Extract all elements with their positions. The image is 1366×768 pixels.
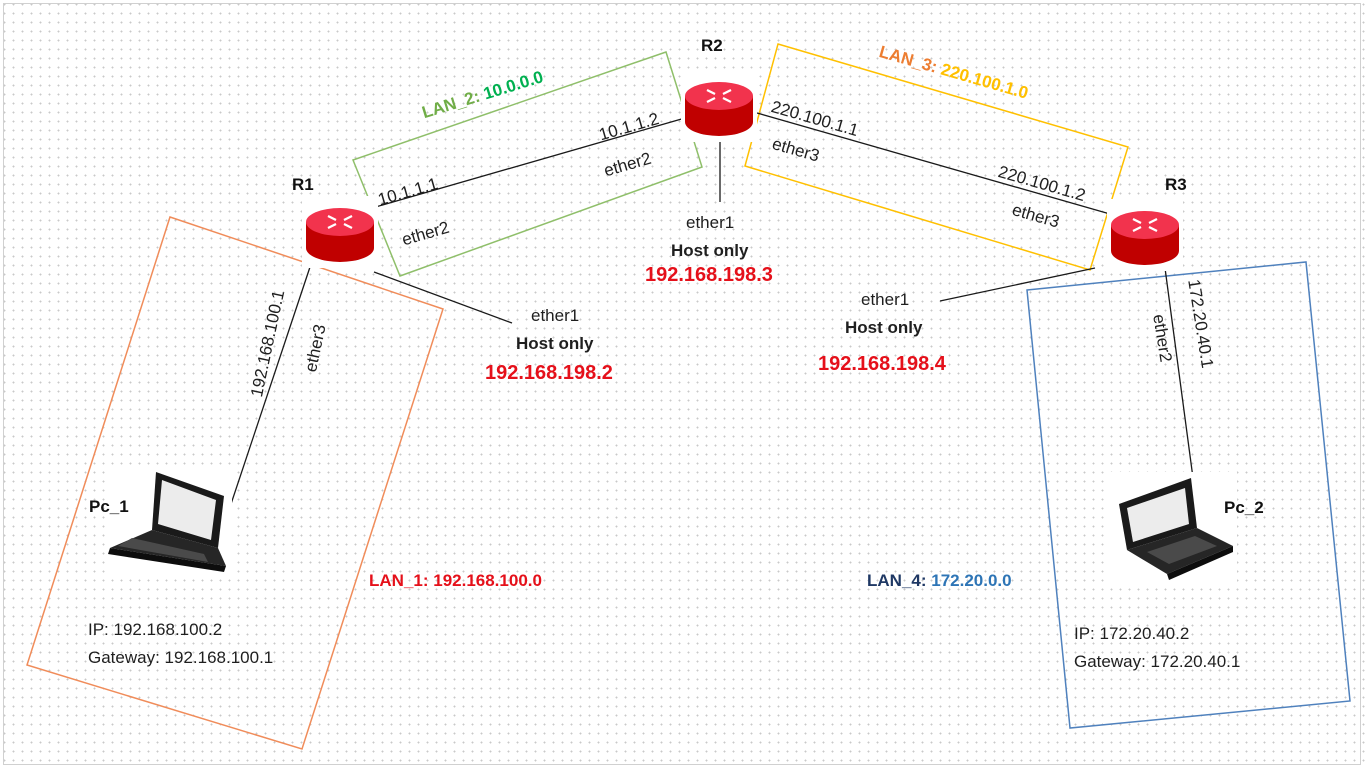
pc1-ip: IP: 192.168.100.2: [88, 620, 223, 639]
link-r1-r2: [371, 117, 686, 209]
pc2-ip: IP: 172.20.40.2: [1074, 624, 1190, 643]
lan4-label: LAN_4: 172.20.0.0: [867, 572, 1012, 589]
pc1-laptop[interactable]: [106, 466, 232, 578]
r2-host-only-label: Host only: [671, 241, 749, 260]
laptop-icon: [1119, 478, 1233, 580]
router-icon: [685, 82, 753, 136]
link-r1-host-only: [373, 271, 513, 324]
pc2-label: Pc_2: [1224, 498, 1264, 517]
r2-host-only-ip: 192.168.198.3: [645, 264, 773, 286]
r2-host-only-iface: ether1: [686, 213, 735, 232]
link-r2-r3: [756, 112, 1111, 215]
lan1-network: 192.168.100.0: [433, 571, 542, 590]
lan1-box: [26, 216, 444, 750]
r3-host-only-iface: ether1: [861, 290, 910, 309]
lan2-box: [352, 51, 703, 277]
pc2-gateway: Gateway: 172.20.40.1: [1074, 652, 1241, 671]
lan4-network: 172.20.0.0: [931, 571, 1012, 590]
r3-host-only-label: Host only: [845, 318, 923, 337]
link-r1-pc1: [224, 260, 313, 523]
r1-host-only-label: Host only: [516, 334, 594, 353]
r3-host-only-ip: 192.168.198.4: [818, 353, 946, 375]
pc1-label: Pc_1: [89, 497, 129, 516]
router-r2-label: R2: [701, 36, 723, 55]
lan1-label: LAN_1: 192.168.100.0: [369, 572, 542, 589]
lan1-prefix: LAN_1:: [369, 571, 434, 590]
canvas-frame: [3, 3, 1361, 765]
router-icon: [306, 208, 374, 262]
link-r3-host-only: [939, 267, 1096, 302]
pc1-gateway: Gateway: 192.168.100.1: [88, 648, 274, 667]
router-r3[interactable]: [1107, 199, 1183, 271]
router-r1[interactable]: [302, 196, 378, 268]
r1-host-only-iface: ether1: [531, 306, 580, 325]
router-r3-label: R3: [1165, 175, 1187, 194]
router-r2[interactable]: [681, 70, 757, 142]
pc2-laptop[interactable]: [1107, 472, 1237, 584]
lan4-box: [1026, 261, 1351, 729]
lan4-prefix: LAN_4:: [867, 571, 932, 590]
laptop-icon: [108, 472, 226, 572]
router-icon: [1111, 211, 1179, 265]
r1-host-only-ip: 192.168.198.2: [485, 362, 613, 384]
router-r1-label: R1: [292, 175, 314, 194]
